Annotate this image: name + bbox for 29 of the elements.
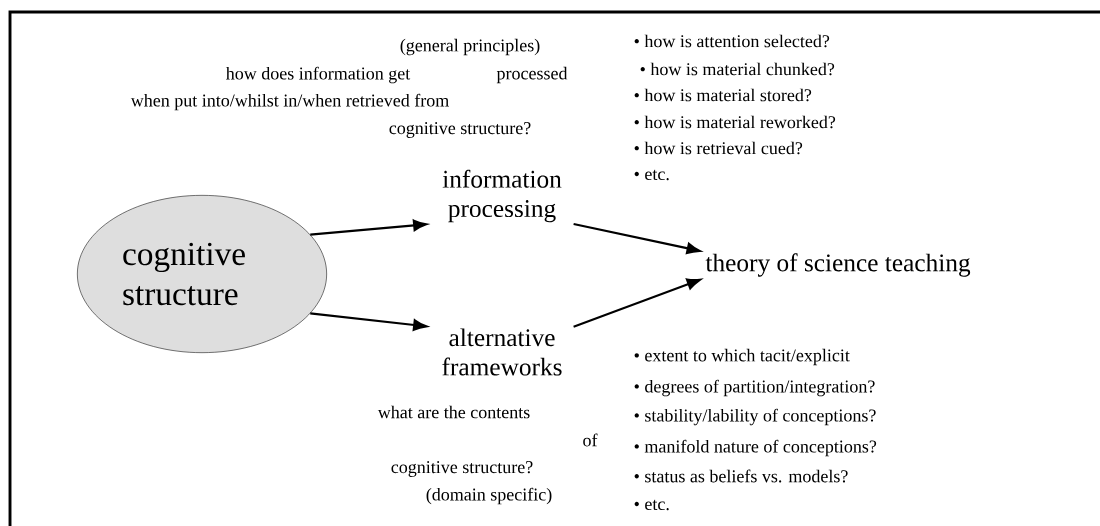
- label-text: processed: [496, 66, 568, 84]
- label-text: of: [583, 433, 598, 447]
- arrow: [573, 278, 701, 328]
- label-text: • how is material stored?: [634, 88, 812, 102]
- label-text: • manifold nature of conceptions?: [634, 439, 877, 457]
- label-text: • extent to which tacit/explicit: [634, 348, 850, 366]
- label-text: • how is attention selected?: [634, 34, 830, 48]
- label-text: (general principles): [400, 38, 540, 56]
- label-text: when put into/whilst in/when retrieved from: [130, 93, 449, 111]
- label-text: • how is material chunked?: [640, 62, 835, 76]
- label-text: • stability/lability of conceptions?: [634, 408, 876, 426]
- label-text: how does information get: [225, 66, 411, 84]
- node-label: alternative frameworks: [442, 328, 562, 376]
- arrow: [573, 222, 701, 255]
- label-text: • how is material reworked?: [634, 115, 836, 129]
- label-text: cognitive structure?: [389, 122, 531, 138]
- label-text: • etc.: [634, 169, 669, 181]
- arrow: [310, 312, 428, 331]
- label-text: • degrees of partition/integration?: [634, 379, 875, 397]
- label-text: what are the contents: [377, 405, 530, 419]
- label-text: (domain specific): [426, 487, 552, 505]
- node-label: information processing: [442, 169, 562, 223]
- ellipse-node: cognitive structure: [77, 195, 327, 353]
- label-text: • etc.: [634, 499, 669, 511]
- label-text: cognitive structure?: [391, 461, 533, 477]
- label-text: • status as beliefs vs. models?: [634, 469, 848, 483]
- node-label: theory of science teaching: [705, 253, 971, 277]
- label-text: • how is retrieval cued?: [634, 141, 803, 155]
- arrow: [310, 219, 428, 236]
